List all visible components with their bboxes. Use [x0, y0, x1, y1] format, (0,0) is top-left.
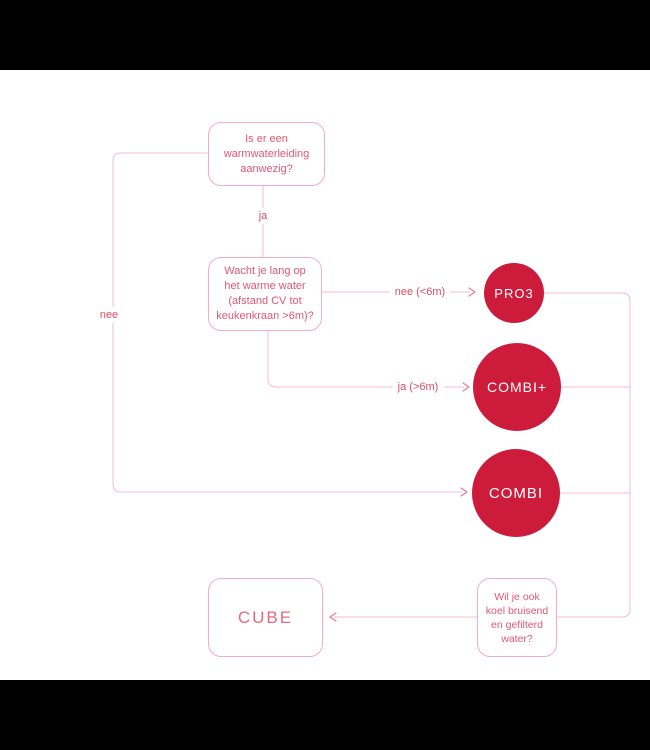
arrowhead-pro3 — [468, 287, 476, 297]
arrowhead-combi — [460, 487, 468, 497]
question-warmwaterleiding: Is er een warmwaterleiding aanwezig? — [208, 122, 325, 186]
product-pro3[interactable]: PRO3 — [484, 263, 544, 323]
question-wachttijd: Wacht je lang op het warme water (afstan… — [208, 257, 322, 331]
letterbox-top — [0, 0, 650, 70]
arrowhead-combiplus — [462, 382, 470, 392]
edge-label-ja-groter-6m: ja (>6m) — [392, 379, 444, 395]
edge-label-nee: nee — [94, 307, 124, 323]
edge-label-ja: ja — [253, 208, 273, 224]
product-combi[interactable]: COMBI — [472, 449, 560, 537]
product-cube[interactable]: CUBE — [208, 578, 323, 657]
edge-collector-path — [544, 292, 631, 618]
letterbox-bottom — [0, 680, 650, 750]
question-koel-bruisend: Wil je ook koel bruisend en gefilterd wa… — [477, 578, 557, 657]
product-combi-plus[interactable]: COMBI+ — [473, 343, 561, 431]
edge-label-nee-kleiner-6m: nee (<6m) — [389, 284, 451, 300]
arrowhead-cube — [329, 612, 337, 622]
